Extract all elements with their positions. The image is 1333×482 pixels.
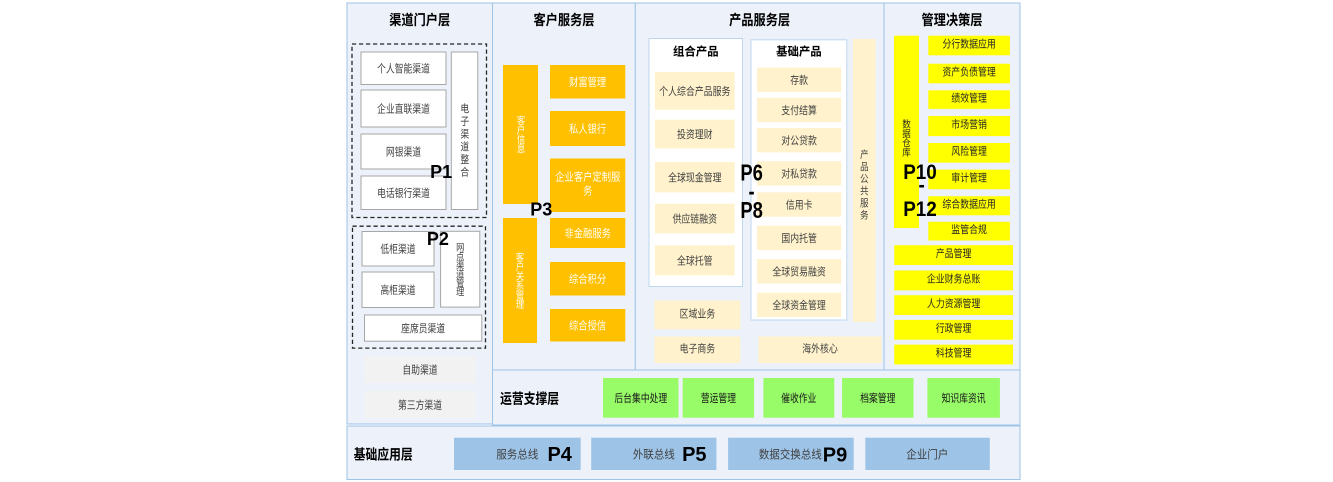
svg-text:P8: P8 bbox=[740, 198, 763, 223]
svg-text:P5: P5 bbox=[682, 444, 706, 466]
svg-text:-: - bbox=[749, 179, 755, 204]
svg-text:P9: P9 bbox=[823, 445, 847, 467]
svg-text:-: - bbox=[919, 174, 925, 197]
svg-text:P12: P12 bbox=[903, 198, 937, 221]
svg-text:P4: P4 bbox=[547, 444, 572, 466]
svg-text:P6: P6 bbox=[740, 160, 763, 185]
svg-text:P1: P1 bbox=[430, 162, 452, 182]
svg-text:P2: P2 bbox=[427, 229, 449, 249]
svg-text:P3: P3 bbox=[530, 200, 552, 220]
svg-text:P10: P10 bbox=[903, 161, 937, 184]
